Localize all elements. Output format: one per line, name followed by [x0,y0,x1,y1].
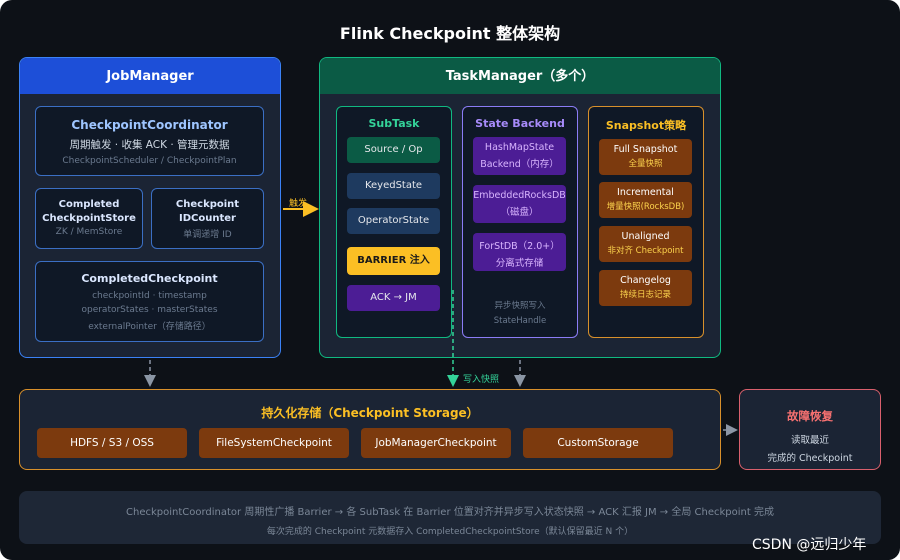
rocksdb-backend-chip: EmbeddedRocksDB （磁盘） [473,185,566,223]
checkpoint-storage-panel: 持久化存储（Checkpoint Storage） HDFS / S3 / OS… [19,389,721,470]
task-manager-header: TaskManager（多个） [320,58,720,94]
snapshot-name: Incremental [617,187,674,198]
completed-checkpoint-store-box: Completed CheckpointStore ZK / MemStore [35,188,143,249]
completed-checkpoint-line: operatorStates · masterStates [81,305,218,315]
watermark: CSDN @远归少年 [752,537,867,553]
backend-note-line1: 异步快照写入 [494,301,546,311]
full-snapshot-chip: Full Snapshot 全量快照 [599,139,692,175]
storage-item: FileSystemCheckpoint [199,428,349,458]
backend-line: Backend（内存） [480,159,559,170]
checkpoint-id-counter-box: Checkpoint IDCounter 单调递增 ID [151,188,264,249]
unaligned-checkpoint-chip: Unaligned 非对齐 Checkpoint [599,226,692,262]
snapshot-strategy-column: Snapshot策略 Full Snapshot 全量快照 Incrementa… [588,106,704,338]
state-backend-title: State Backend [475,117,565,130]
backend-note-line2: StateHandle [493,316,547,326]
completed-checkpoint-box: CompletedCheckpoint checkpointId · times… [35,261,264,342]
backend-line: HashMapState [484,142,555,153]
summary-footer: CheckpointCoordinator 周期性广播 Barrier → 各 … [19,491,881,544]
id-counter-detail: 单调递增 ID [183,230,232,240]
coordinator-title: CheckpointCoordinator [71,118,228,132]
job-manager-header: JobManager [20,58,280,94]
id-counter-line1: Checkpoint [175,199,240,210]
recovery-line2: 完成的 Checkpoint [767,453,853,464]
incremental-snapshot-chip: Incremental 增量快照(RocksDB) [599,182,692,218]
snapshot-name: Unaligned [621,231,670,242]
snapshot-name: Changelog [620,275,671,286]
completed-checkpoint-title: CompletedCheckpoint [81,272,218,285]
storage-item: CustomStorage [523,428,673,458]
backend-line: EmbeddedRocksDB [473,190,566,201]
snapshot-desc: 非对齐 Checkpoint [607,246,684,256]
storage-item: HDFS / S3 / OSS [37,428,187,458]
changelog-chip: Changelog 持续日志记录 [599,270,692,306]
failure-recovery-panel: 故障恢复 读取最近 完成的 Checkpoint [739,389,881,470]
snapshot-desc: 全量快照 [628,159,663,169]
backend-line: （磁盘） [500,207,539,218]
subtask-title: SubTask [368,117,420,130]
checkpoint-coordinator-box: CheckpointCoordinator 周期触发 · 收集 ACK · 管理… [35,106,264,176]
subtask-item: Source / Op [347,137,440,163]
recovery-title: 故障恢复 [787,409,833,423]
footer-line2: 每次完成的 Checkpoint 元数据存入 CompletedCheckpoi… [266,527,634,537]
storage-title: 持久化存储（Checkpoint Storage） [261,406,479,420]
completed-store-line1: Completed [58,199,120,210]
id-counter-line2: IDCounter [179,213,236,224]
footer-line1: CheckpointCoordinator 周期性广播 Barrier → 各 … [126,507,774,518]
job-manager-panel: JobManager CheckpointCoordinator 周期触发 · … [19,57,281,358]
snapshot-name: Full Snapshot [613,144,678,155]
ack-chip: ACK → JM [347,285,440,311]
completed-store-detail: ZK / MemStore [55,227,123,237]
snapshot-desc: 持续日志记录 [619,290,671,300]
barrier-inject-chip: BARRIER 注入 [347,247,440,275]
trigger-label: 触发 [289,199,308,209]
completed-store-line2: CheckpointStore [42,213,136,224]
snapshot-title: Snapshot策略 [605,119,687,132]
completed-checkpoint-line: checkpointId · timestamp [92,291,207,301]
backend-line: ForStDB（2.0+） [479,241,560,252]
task-manager-panel: TaskManager（多个） SubTask Source / Op Keye… [319,57,721,358]
forstdb-backend-chip: ForStDB（2.0+） 分离式存储 [473,233,566,271]
diagram-title: Flink Checkpoint 整体架构 [339,24,561,43]
write-snapshot-label: 写入快照 [463,375,500,385]
storage-item: JobManagerCheckpoint [361,428,511,458]
coordinator-subtitle: 周期触发 · 收集 ACK · 管理元数据 [69,139,230,151]
backend-line: 分离式存储 [495,258,544,269]
subtask-item: OperatorState [347,208,440,234]
hashmap-backend-chip: HashMapState Backend（内存） [473,137,566,175]
recovery-line1: 读取最近 [790,435,829,446]
state-backend-column: State Backend HashMapState Backend（内存） E… [462,106,578,338]
subtask-item: KeyedState [347,173,440,199]
snapshot-desc: 增量快照(RocksDB) [606,202,685,212]
completed-checkpoint-line: externalPointer（存储路径） [88,322,211,332]
coordinator-detail: CheckpointScheduler / CheckpointPlan [62,156,237,166]
subtask-column: SubTask Source / Op KeyedState OperatorS… [336,106,452,338]
